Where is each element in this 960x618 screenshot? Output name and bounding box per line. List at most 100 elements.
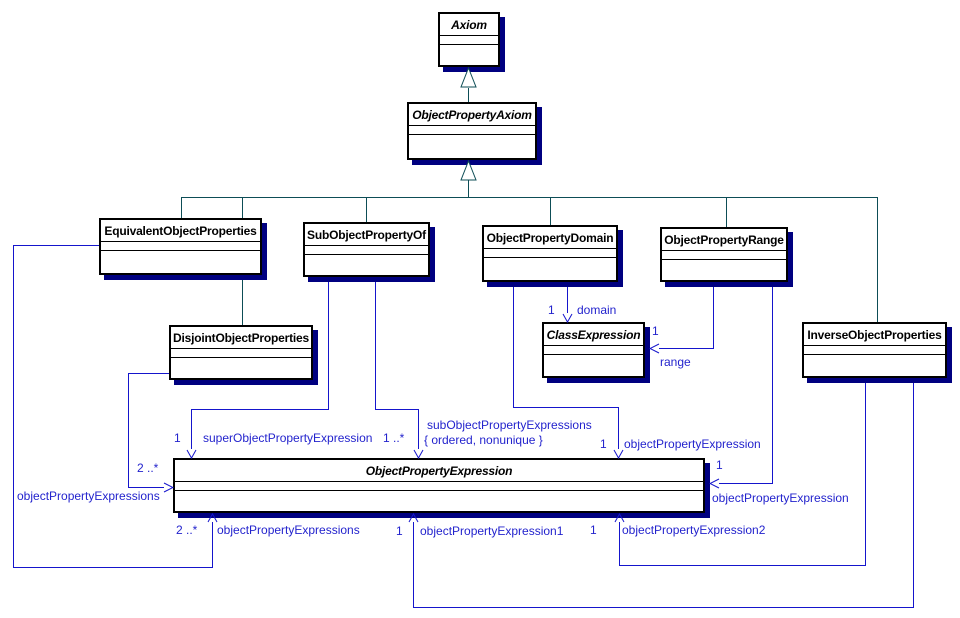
association-line: [618, 407, 619, 449]
generalization-line: [877, 197, 878, 322]
class-object-property-domain[interactable]: ObjectPropertyDomain: [482, 225, 618, 282]
association-name-label: subObjectPropertyExpressions: [427, 418, 592, 432]
class-object-property-expression[interactable]: ObjectPropertyExpression: [173, 458, 705, 513]
arrowhead-left-icon: [649, 343, 660, 354]
association-line: [13, 567, 213, 568]
operations-compartment: [171, 358, 311, 378]
association-line: [128, 373, 129, 488]
class-object-property-range[interactable]: ObjectPropertyRange: [660, 227, 788, 282]
attributes-compartment: [484, 249, 616, 258]
class-title: ObjectPropertyRange: [662, 229, 786, 251]
class-title: EquivalentObjectProperties: [101, 220, 260, 242]
generalization-line: [366, 197, 367, 223]
generalization-line: [468, 180, 469, 197]
association-name-label: objectPropertyExpression: [624, 437, 761, 451]
attributes-compartment: [662, 251, 786, 260]
multiplicity-label: 1: [716, 458, 723, 472]
association-name-label: objectPropertyExpressions: [217, 523, 360, 537]
operations-compartment: [662, 260, 786, 280]
arrowhead-up-icon: [614, 513, 625, 523]
association-line: [191, 409, 329, 410]
association-name-label: objectPropertyExpressions: [17, 489, 160, 503]
multiplicity-label: 1: [652, 324, 659, 338]
association-line: [413, 607, 914, 608]
association-line: [719, 483, 773, 484]
association-name-label: superObjectPropertyExpression: [203, 431, 373, 445]
multiplicity-label: 1: [548, 303, 555, 317]
association-line: [913, 378, 914, 608]
association-name-label: objectPropertyExpression2: [622, 523, 766, 537]
association-line: [13, 245, 99, 246]
operations-compartment: [175, 491, 703, 511]
association-line: [865, 378, 866, 566]
attributes-compartment: [175, 482, 703, 491]
class-inverse-object-properties[interactable]: InverseObjectProperties: [802, 322, 947, 378]
arrowhead-up-icon: [408, 513, 419, 523]
association-name-label: objectPropertyExpression1: [420, 524, 564, 538]
association-line: [772, 282, 773, 484]
operations-compartment: [305, 255, 428, 275]
association-line: [619, 522, 620, 565]
class-title: InverseObjectProperties: [804, 324, 945, 346]
association-line: [212, 522, 213, 568]
class-title: DisjointObjectProperties: [171, 327, 311, 349]
attributes-compartment: [171, 349, 311, 358]
class-title: ClassExpression: [544, 324, 643, 346]
operations-compartment: [101, 251, 260, 273]
association-line: [375, 277, 376, 409]
association-line: [659, 348, 714, 349]
association-line: [513, 407, 619, 408]
multiplicity-label: 1: [590, 523, 597, 537]
operations-compartment: [804, 355, 945, 376]
class-class-expression[interactable]: ClassExpression: [542, 322, 645, 378]
association-line: [567, 282, 568, 313]
attributes-compartment: [409, 126, 535, 135]
arrowhead-down-icon: [413, 449, 424, 459]
association-line: [413, 522, 414, 607]
class-disjoint-object-properties[interactable]: DisjointObjectProperties: [169, 325, 313, 380]
operations-compartment: [409, 135, 535, 158]
arrowhead-up-icon: [207, 513, 218, 523]
arrowhead-right-icon: [163, 482, 174, 493]
multiplicity-label: 1: [174, 431, 181, 445]
association-name-label: range: [660, 355, 691, 369]
generalization-triangle-icon: [460, 160, 477, 181]
operations-compartment: [440, 45, 498, 65]
class-equivalent-object-properties[interactable]: EquivalentObjectProperties: [99, 218, 262, 275]
multiplicity-label: 2 ..*: [137, 461, 159, 475]
generalization-bus-line: [181, 197, 878, 198]
arrowhead-down-icon: [186, 449, 197, 459]
class-title: ObjectPropertyDomain: [484, 227, 616, 249]
association-line: [128, 373, 169, 374]
attributes-compartment: [305, 246, 428, 255]
multiplicity-label: 1: [600, 437, 607, 451]
attributes-compartment: [101, 242, 260, 251]
arrowhead-left-icon: [709, 478, 720, 489]
class-title: SubObjectPropertyOf: [305, 224, 428, 246]
class-title: ObjectPropertyExpression: [175, 460, 703, 482]
association-line: [191, 409, 192, 449]
attributes-compartment: [544, 346, 643, 355]
association-line: [375, 409, 419, 410]
generalization-triangle-icon: [460, 67, 477, 88]
association-name-label: objectPropertyExpression: [712, 491, 849, 505]
class-title: ObjectPropertyAxiom: [409, 104, 535, 126]
class-sub-object-property-of[interactable]: SubObjectPropertyOf: [303, 222, 430, 277]
attributes-compartment: [804, 346, 945, 355]
class-object-property-axiom[interactable]: ObjectPropertyAxiom: [407, 102, 537, 160]
association-line: [128, 487, 164, 488]
association-line: [13, 245, 14, 568]
generalization-line: [181, 197, 182, 219]
operations-compartment: [544, 355, 643, 376]
attributes-compartment: [440, 36, 498, 45]
generalization-line: [726, 197, 727, 228]
multiplicity-label: 1 ..*: [383, 431, 405, 445]
association-line: [418, 409, 419, 449]
class-title: Axiom: [440, 14, 498, 36]
arrowhead-down-icon: [613, 449, 624, 459]
association-line: [713, 282, 714, 349]
multiplicity-label: 1: [396, 524, 403, 538]
class-axiom[interactable]: Axiom: [438, 12, 500, 67]
generalization-line: [468, 88, 469, 102]
